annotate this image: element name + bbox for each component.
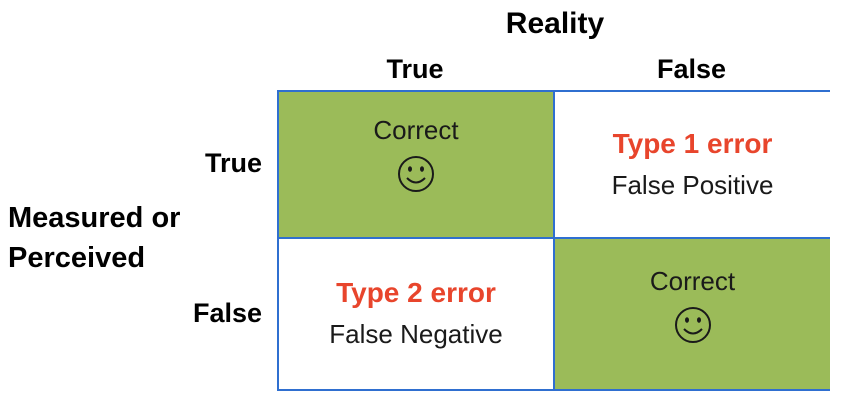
- cell-false-false-text: Correct: [649, 266, 736, 296]
- type-2-error-title: Type 2 error: [336, 277, 496, 308]
- column-header-false: False: [656, 54, 727, 84]
- row-axis-title-line1: Measured or: [8, 202, 181, 234]
- column-header-true: True: [386, 54, 444, 84]
- false-positive-text: False Positive: [611, 170, 774, 200]
- false-negative-text: False Negative: [329, 319, 503, 349]
- row-header-false: False: [192, 298, 262, 328]
- smiley-icon: [674, 307, 711, 343]
- cell-false-true: Type 2 error False Negative: [279, 239, 555, 389]
- column-axis-title: Reality: [505, 7, 605, 40]
- row-axis-title: Measured or Perceived: [8, 198, 180, 278]
- smiley-icon: [398, 156, 434, 192]
- row-axis-title-line2: Perceived: [8, 242, 146, 274]
- cell-true-true-text: Correct: [373, 115, 459, 145]
- cell-true-true: Correct: [279, 92, 555, 239]
- type-1-error-title: Type 1 error: [612, 128, 773, 159]
- cell-false-false: Correct: [555, 239, 830, 389]
- row-header-true: True: [204, 148, 262, 178]
- confusion-matrix: Correct Type 1 error False Positive Type…: [277, 90, 830, 391]
- cell-true-false: Type 1 error False Positive: [555, 92, 830, 239]
